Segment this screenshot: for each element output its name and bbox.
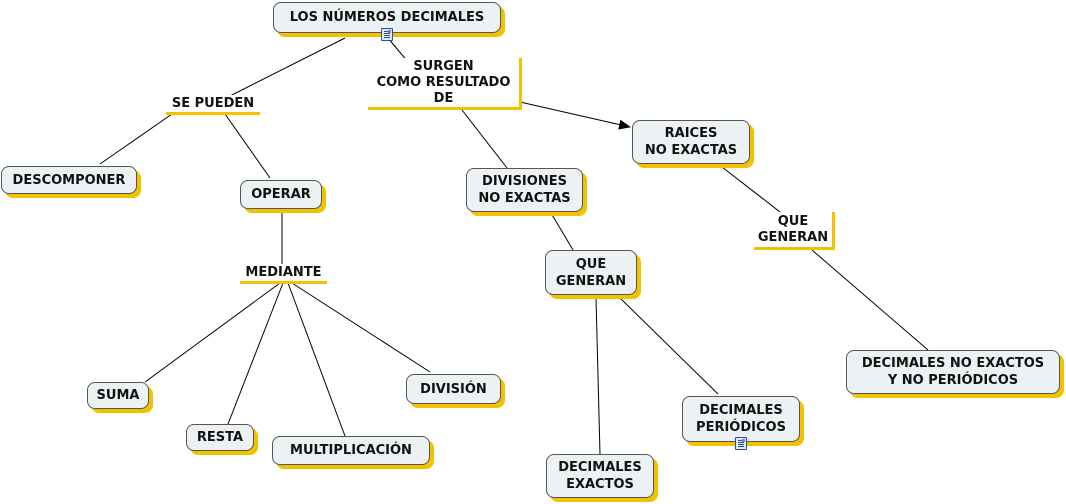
link-surgen-como-resultado-de[interactable]: SURGEN COMO RESULTADO DE (368, 58, 522, 110)
concept-decimales-periodicos[interactable]: DECIMALES PERIÓDICOS (682, 396, 800, 442)
concept-los-numeros-decimales[interactable]: LOS NÚMEROS DECIMALES (273, 2, 501, 33)
edge-divisiones-quegeneran (550, 212, 574, 251)
edge-quegeneran-noexactos (811, 249, 929, 351)
link-que-generan-raices[interactable]: QUE GENERAN (754, 212, 835, 250)
edge-mediante-division (291, 282, 431, 373)
edge-quegeneran-periodicos (619, 297, 719, 395)
edge-sepueden-operar (224, 113, 271, 179)
edge-mediante-suma (144, 282, 281, 383)
edge-surgen-divisiones (461, 109, 508, 169)
concept-decimales-no-exactos[interactable]: DECIMALES NO EXACTOS Y NO PERIÓDICOS (846, 350, 1060, 394)
concept-division[interactable]: DIVISIÓN (406, 374, 501, 404)
document-icon[interactable] (735, 437, 747, 450)
edge-surgen-raices (519, 101, 631, 130)
link-que-generan-divisiones[interactable]: QUE GENERAN (545, 250, 637, 295)
document-icon[interactable] (381, 28, 393, 41)
concept-suma[interactable]: SUMA (87, 382, 149, 409)
edge-raices-quegeneran (721, 166, 781, 213)
concept-divisiones-no-exactas[interactable]: DIVISIONES NO EXACTAS (466, 168, 583, 212)
concept-descomponer[interactable]: DESCOMPONER (1, 166, 137, 194)
edge-quegeneran-exactos (595, 297, 601, 455)
concept-raices-no-exactas[interactable]: RAICES NO EXACTAS (632, 120, 750, 164)
concept-multiplicacion[interactable]: MULTIPLICACIÓN (272, 436, 430, 465)
concept-resta[interactable]: RESTA (186, 424, 254, 451)
link-se-pueden[interactable]: SE PUEDEN (166, 95, 260, 115)
concept-decimales-exactos[interactable]: DECIMALES EXACTOS (546, 454, 654, 498)
concept-operar[interactable]: OPERAR (240, 180, 322, 209)
edge-sepueden-descomponer (99, 113, 173, 165)
link-mediante[interactable]: MEDIANTE (240, 264, 327, 284)
edge-mediante-multiplicacion (287, 282, 346, 437)
edge-mediante-resta (227, 282, 284, 425)
edge-main-sepueden (221, 37, 346, 101)
